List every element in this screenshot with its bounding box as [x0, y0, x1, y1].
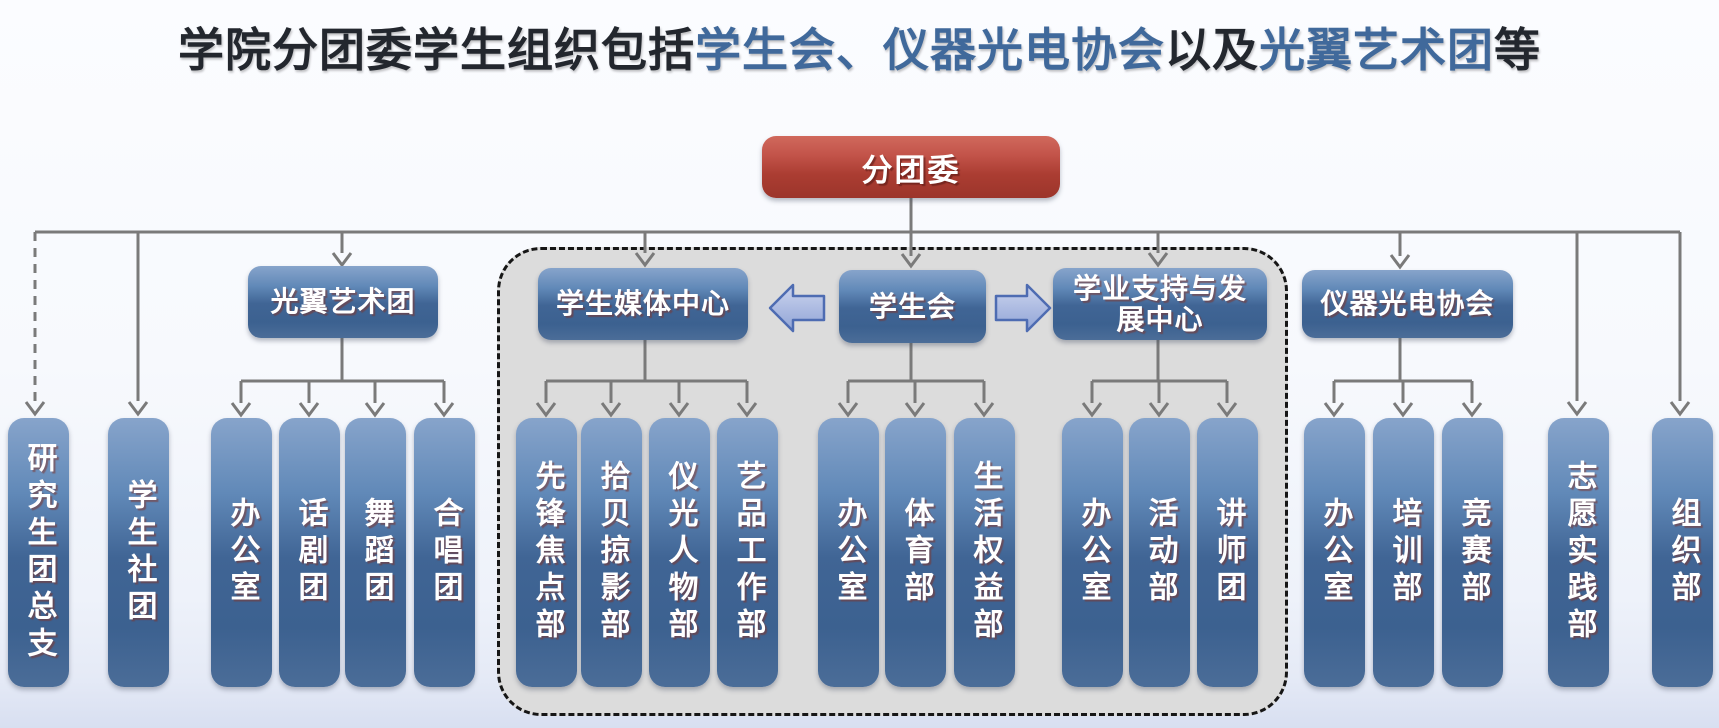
left-block-arrow-icon — [768, 283, 826, 333]
node-branch-student-union: 学生会 — [839, 270, 986, 343]
title-segment-accent: 学生会、仪器光电协会 — [695, 23, 1165, 77]
node-label: 研究生团总支 — [21, 441, 57, 664]
node-branch-instrument-optoelectronics: 仪器光电协会 — [1302, 270, 1513, 338]
node-leaf: 办公室 — [1062, 418, 1123, 687]
node-label: 体育部 — [898, 497, 934, 608]
node-organization-dept: 组织部 — [1652, 418, 1713, 687]
node-label: 办公室 — [831, 497, 867, 608]
node-leaf: 讲师团 — [1197, 418, 1258, 687]
node-leaf: 话剧团 — [279, 418, 340, 687]
node-leaf: 活动部 — [1129, 418, 1190, 687]
node-label: 先锋焦点部 — [529, 460, 565, 645]
node-label: 组织部 — [1665, 497, 1701, 608]
root-connectors — [24, 198, 1691, 417]
node-volunteer-practice-dept: 志愿实践部 — [1548, 418, 1609, 687]
node-label: 艺品工作部 — [730, 460, 766, 645]
node-leaf: 竞赛部 — [1442, 418, 1503, 687]
node-root: 分团委 — [762, 136, 1060, 198]
node-label: 培训部 — [1386, 497, 1422, 608]
node-leaf: 办公室 — [211, 418, 272, 687]
branch-connectors — [230, 338, 1483, 418]
node-label: 办公室 — [1075, 497, 1111, 608]
node-leaf: 仪光人物部 — [649, 418, 710, 687]
node-leaf: 合唱团 — [414, 418, 475, 687]
node-label: 合唱团 — [427, 497, 463, 608]
node-label: 竞赛部 — [1455, 497, 1491, 608]
node-student-clubs: 学生社团 — [108, 418, 169, 687]
node-label: 办公室 — [224, 497, 260, 608]
node-label: 办公室 — [1317, 497, 1353, 608]
node-label: 讲师团 — [1210, 497, 1246, 608]
node-label: 舞蹈团 — [358, 497, 394, 608]
node-leaf: 生活权益部 — [954, 418, 1015, 687]
node-branch-media-center: 学生媒体中心 — [538, 268, 748, 340]
node-leaf: 先锋焦点部 — [516, 418, 577, 687]
node-leaf: 培训部 — [1373, 418, 1434, 687]
node-label: 志愿实践部 — [1561, 460, 1597, 645]
page-title: 学院分团委学生组织包括学生会、仪器光电协会以及光翼艺术团等 — [0, 14, 1719, 80]
node-label: 仪光人物部 — [662, 460, 698, 645]
node-graduate-league-branch: 研究生团总支 — [8, 418, 69, 687]
node-label: 拾贝掠影部 — [594, 460, 630, 645]
node-label: 生活权益部 — [967, 460, 1003, 645]
node-label: 话剧团 — [292, 497, 328, 608]
node-leaf: 拾贝掠影部 — [581, 418, 642, 687]
title-segment: 学院分团委学生组织包括 — [178, 23, 695, 77]
node-branch-academic-support: 学业支持与发展中心 — [1053, 268, 1267, 340]
node-leaf: 体育部 — [885, 418, 946, 687]
right-block-arrow-icon — [994, 283, 1052, 333]
node-leaf: 舞蹈团 — [345, 418, 406, 687]
node-branch-guangyi: 光翼艺术团 — [248, 266, 438, 338]
node-leaf: 艺品工作部 — [717, 418, 778, 687]
title-segment: 等 — [1494, 23, 1541, 77]
title-segment: 以及 — [1165, 23, 1259, 77]
node-leaf: 办公室 — [818, 418, 879, 687]
title-segment-accent: 光翼艺术团 — [1259, 23, 1494, 77]
node-leaf: 办公室 — [1304, 418, 1365, 687]
node-label: 学生社团 — [121, 478, 157, 627]
node-label: 活动部 — [1142, 497, 1178, 608]
